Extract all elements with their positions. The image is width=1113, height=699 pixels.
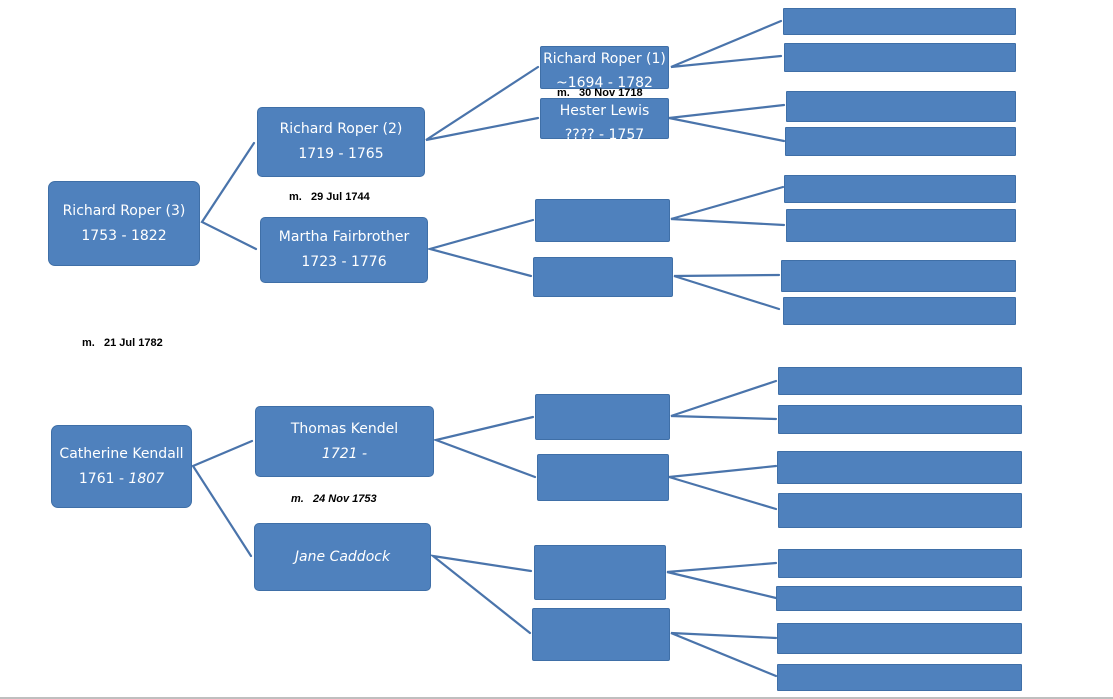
connector-line (670, 19, 783, 69)
empty-person-box[interactable] (532, 608, 670, 661)
person-box-martha-fairbrother[interactable]: Martha Fairbrother 1723 - 1776 (260, 217, 428, 283)
empty-person-box[interactable] (785, 127, 1016, 156)
empty-person-box[interactable] (777, 664, 1022, 691)
person-box-richard-roper-3[interactable]: Richard Roper (3) 1753 - 1822 (48, 181, 200, 266)
empty-person-box[interactable] (786, 91, 1016, 122)
connector-line (670, 379, 778, 421)
person-box-catherine-kendall[interactable]: Catherine Kendall 1761 - 1807 (51, 425, 192, 508)
empty-person-box[interactable] (537, 454, 669, 501)
empty-person-box[interactable] (783, 297, 1016, 325)
connector-line (425, 65, 540, 142)
empty-person-box[interactable] (535, 394, 670, 440)
empty-person-box[interactable] (776, 586, 1022, 611)
connector-line (200, 141, 258, 251)
empty-person-box[interactable] (778, 405, 1022, 434)
connector-line (668, 103, 786, 143)
empty-person-box[interactable] (783, 8, 1016, 35)
birth-dates: 1761 - (78, 470, 129, 487)
person-dates: 1761 - 1807 (79, 467, 164, 492)
empty-person-box[interactable] (777, 623, 1022, 654)
person-box-richard-roper-1[interactable]: Richard Roper (1) ~1694 - 1782 (540, 46, 669, 91)
marriage-label-kendel-caddock: m. 24 Nov 1753 (291, 493, 377, 505)
empty-person-box[interactable] (778, 549, 1022, 578)
empty-person-box[interactable] (784, 175, 1016, 203)
person-dates: ~1694 - 1782 (556, 75, 653, 91)
person-name: Richard Roper (1) (543, 51, 666, 67)
person-dates: ???? - 1757 (564, 127, 645, 143)
person-box-richard-roper-2[interactable]: Richard Roper (2) 1719 - 1765 (257, 107, 425, 177)
person-box-thomas-kendel[interactable]: Thomas Kendel 1721 - (255, 406, 434, 477)
person-name: Richard Roper (2) (279, 121, 403, 137)
connector-line (432, 415, 537, 479)
empty-person-box[interactable] (778, 367, 1022, 395)
person-dates: 1721 - (321, 445, 368, 462)
connector-line (425, 218, 535, 278)
connector-line (666, 561, 778, 600)
person-name: Hester Lewis (559, 103, 650, 119)
connector-line (673, 273, 781, 311)
connector-line (429, 554, 533, 635)
marriage-label-roper2-fairbrother: m. 29 Jul 1744 (289, 191, 370, 203)
connector-line (670, 185, 786, 227)
connector-line (670, 631, 778, 678)
empty-person-box[interactable] (786, 209, 1016, 242)
empty-person-box[interactable] (777, 451, 1022, 484)
empty-person-box[interactable] (534, 545, 666, 600)
person-name: Richard Roper (3) (62, 202, 186, 219)
person-box-jane-caddock[interactable]: Jane Caddock (254, 523, 431, 591)
death-date: 1807 (128, 470, 165, 487)
empty-person-box[interactable] (778, 493, 1022, 528)
empty-person-box[interactable] (784, 43, 1016, 72)
person-dates: 1719 - 1765 (298, 146, 384, 162)
person-name: Thomas Kendel (290, 420, 399, 437)
person-dates: 1723 - 1776 (301, 254, 387, 270)
empty-person-box[interactable] (533, 257, 673, 297)
person-name: Catherine Kendall (59, 445, 184, 462)
person-box-hester-lewis[interactable]: Hester Lewis ???? - 1757 (540, 98, 669, 143)
marriage-label-roper3-kendall: m. 21 Jul 1782 (82, 337, 163, 349)
connector-line (191, 439, 254, 558)
bottom-divider (0, 697, 1113, 699)
person-name: Martha Fairbrother (278, 229, 410, 245)
connector-line (668, 464, 778, 511)
empty-person-box[interactable] (781, 260, 1016, 292)
empty-person-box[interactable] (535, 199, 670, 242)
marriage-label-roper1-lewis: m. 30 Nov 1718 (557, 87, 643, 99)
person-dates: 1753 - 1822 (81, 227, 167, 244)
person-name: Jane Caddock (294, 549, 391, 565)
